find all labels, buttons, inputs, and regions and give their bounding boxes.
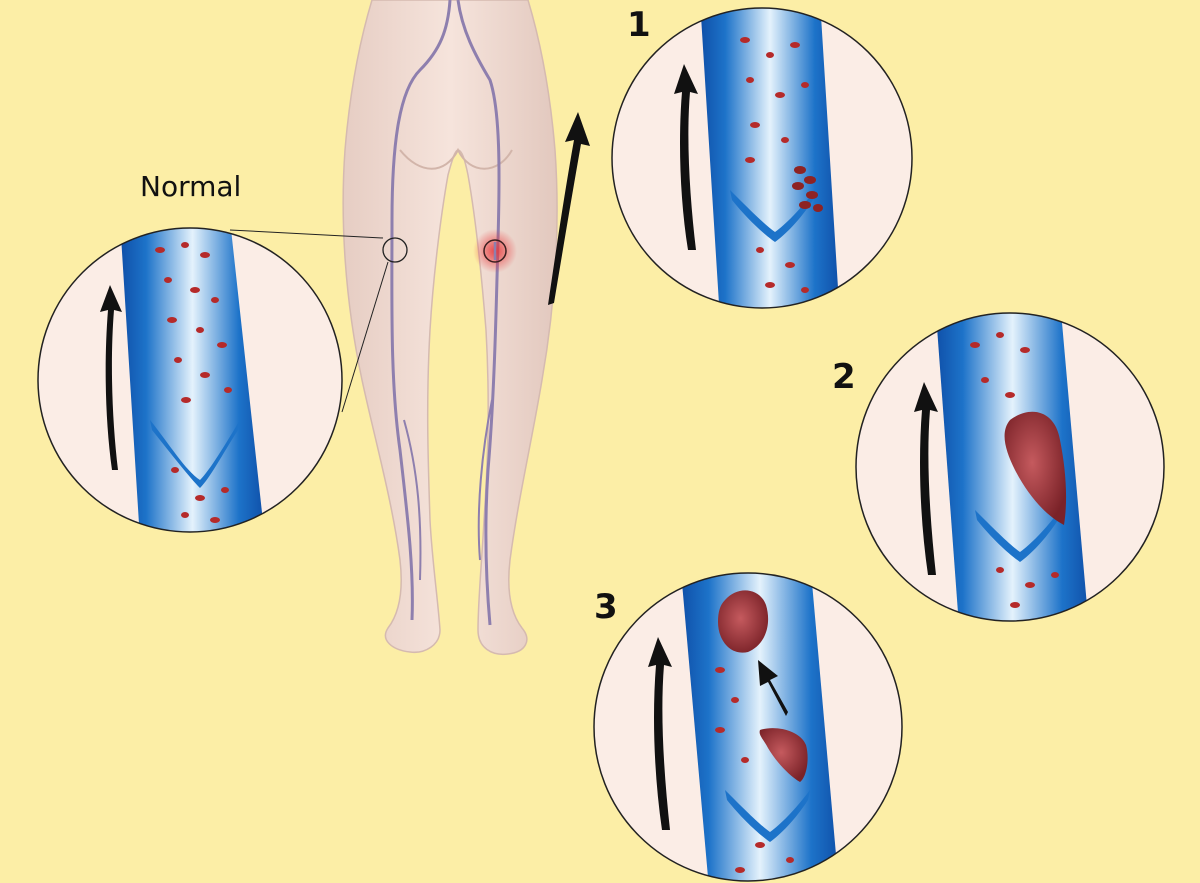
buttock-crease	[399, 147, 513, 170]
label-stage-2: 2	[832, 357, 856, 397]
embolus-direction-arrow	[758, 660, 788, 716]
label-normal: Normal	[140, 170, 241, 203]
flow-arrow-stage-3	[648, 637, 672, 830]
inset-normal	[37, 227, 343, 533]
cell-cluster	[792, 166, 823, 212]
flow-arrow-stage-1	[674, 64, 698, 250]
vein-left-branch	[403, 419, 422, 581]
label-stage-3: 3	[594, 587, 618, 627]
inset-stage-1	[611, 7, 913, 309]
clot-mass	[1004, 411, 1067, 525]
body-figure	[342, 0, 558, 656]
blood-cells	[740, 37, 809, 293]
legs-silhouette	[342, 0, 558, 656]
flow-arrow-stage-2	[914, 382, 938, 575]
embolus	[718, 590, 769, 653]
vein-left-leg	[390, 0, 452, 621]
normal-marker	[229, 229, 408, 413]
blood-cells	[155, 242, 232, 523]
clot-spot-icon	[473, 229, 517, 273]
blood-cells	[715, 667, 794, 873]
inset-stage-3	[593, 572, 903, 882]
clot-remnant	[759, 728, 808, 782]
inset-stage-2	[855, 312, 1165, 622]
curved-up-arrow-icon	[548, 112, 590, 305]
blood-cells	[970, 332, 1059, 608]
label-stage-1: 1	[627, 5, 651, 45]
flow-arrow-normal	[100, 285, 122, 470]
vein-right-branch	[477, 399, 493, 561]
